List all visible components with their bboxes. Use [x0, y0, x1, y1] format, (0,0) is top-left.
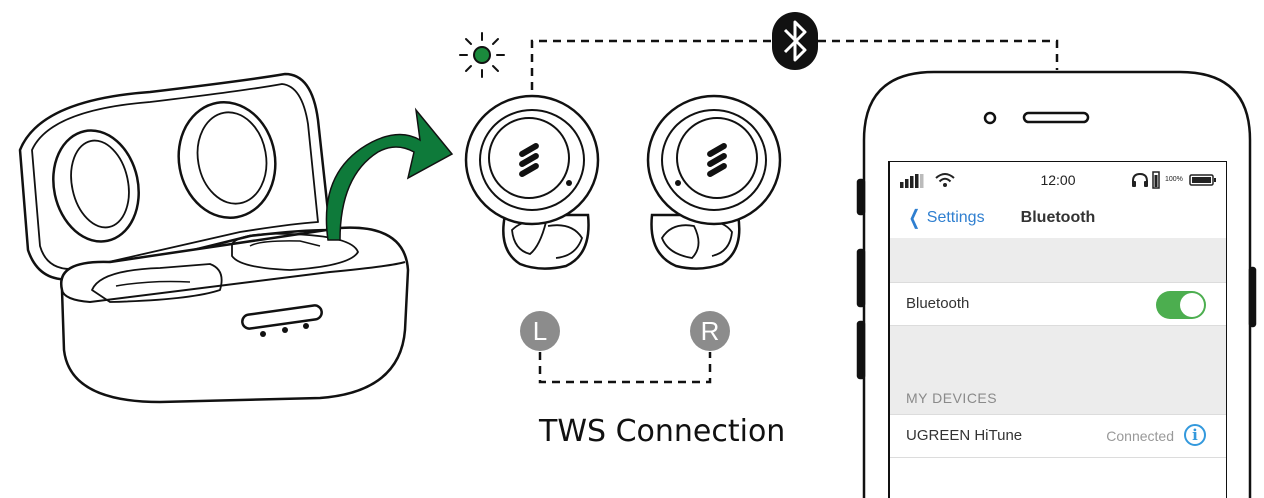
bluetooth-row: Bluetooth: [890, 282, 1226, 326]
bluetooth-toggle[interactable]: [1156, 291, 1206, 319]
phone-screen: 12:00 100% ❮ Settings Bluetooth Bluetoot…: [890, 162, 1226, 498]
toggle-knob: [1180, 293, 1204, 317]
battery-icon: [1189, 174, 1216, 186]
arrow-icon: [325, 107, 454, 241]
caption: TWS Connection: [539, 414, 786, 449]
section-header: MY DEVICES: [906, 390, 998, 406]
status-time: 12:00: [1040, 172, 1076, 188]
left-earbud: [464, 94, 600, 270]
right-earbud: [646, 94, 782, 270]
right-earbud-label: R: [690, 311, 730, 351]
spacer-top: [890, 238, 1226, 448]
battery-level-icon: [1152, 171, 1160, 189]
bluetooth-link-line: [530, 39, 1059, 104]
bluetooth-icon: [772, 12, 818, 70]
back-button[interactable]: ❮ Settings: [906, 207, 985, 229]
signal-icon: [900, 174, 924, 188]
info-icon[interactable]: i: [1184, 424, 1206, 446]
battery-percent: 100%: [1165, 176, 1183, 183]
device-row[interactable]: UGREEN HiTune Connected i: [890, 414, 1226, 458]
nav-bar: ❮ Settings Bluetooth: [890, 198, 1226, 238]
headphone-icon: [1132, 172, 1148, 187]
left-earbud-label: L: [520, 311, 560, 351]
status-bar: 12:00 100%: [890, 162, 1226, 198]
wifi-icon: [935, 173, 955, 187]
page-title: Bluetooth: [1020, 209, 1096, 226]
chevron-left-icon: ❮: [908, 207, 921, 229]
back-label: Settings: [926, 209, 985, 226]
device-status: Connected: [1106, 428, 1174, 444]
charging-case: [18, 72, 410, 404]
bluetooth-row-label: Bluetooth: [906, 295, 970, 312]
tws-link-line: [538, 352, 712, 384]
device-name: UGREEN HiTune: [906, 427, 1023, 444]
led-indicator-icon: [459, 32, 505, 78]
